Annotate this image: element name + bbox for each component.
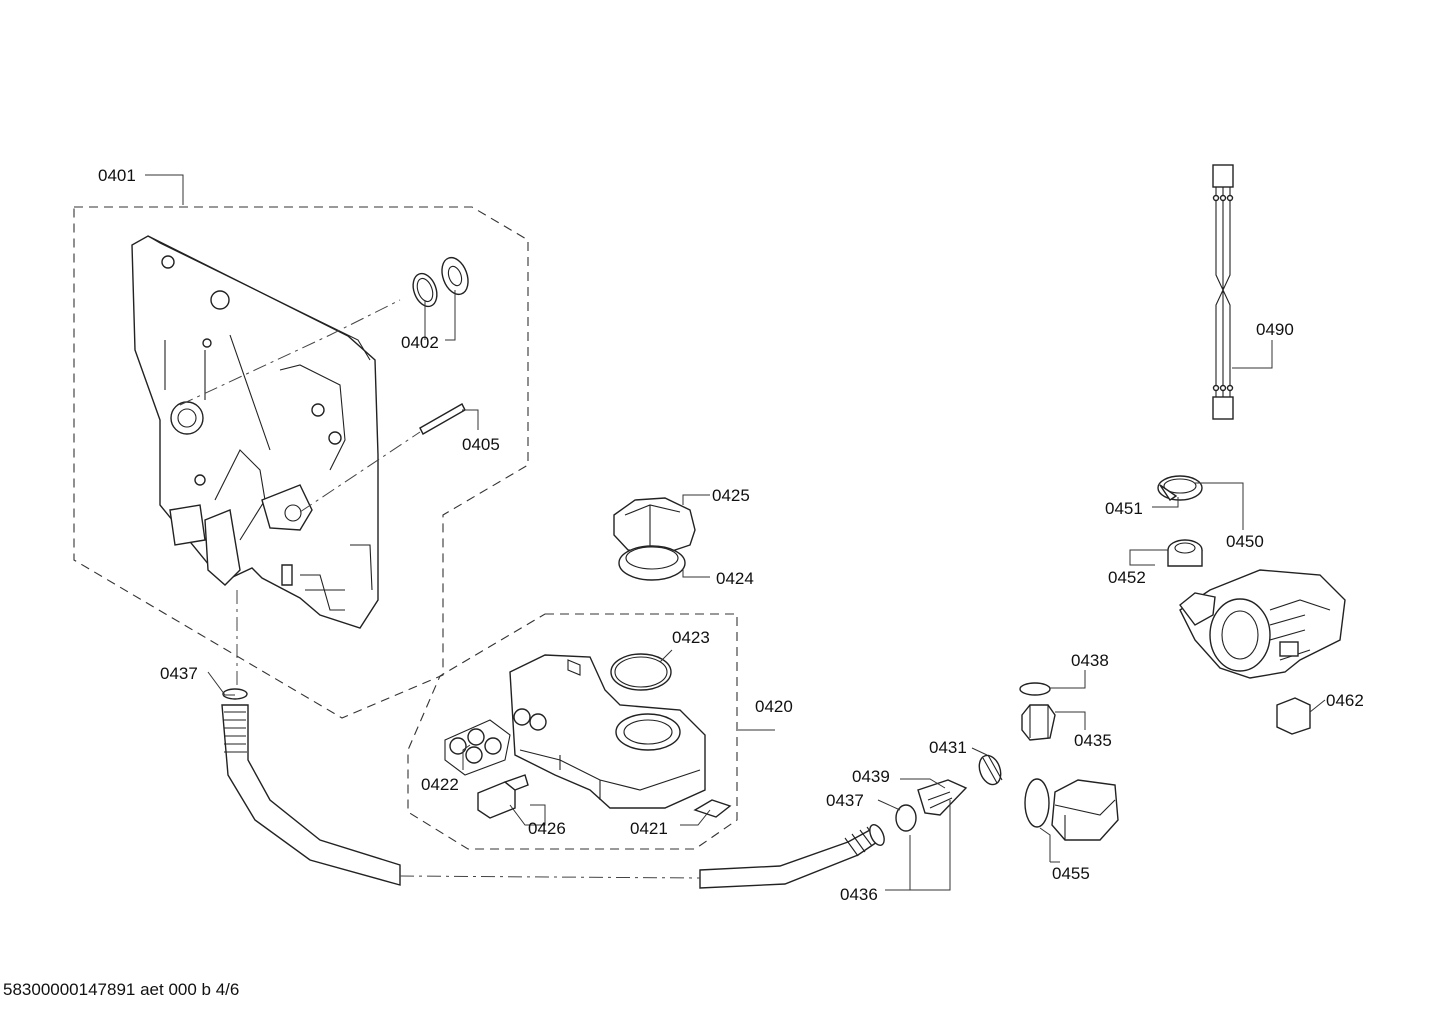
label-0439: 0439 — [852, 767, 890, 786]
connection-line — [179, 299, 401, 406]
oring-0437 — [895, 804, 917, 832]
pressure-valve-0435 — [1021, 704, 1056, 741]
label-0451: 0451 — [1105, 499, 1143, 518]
clamp-0451 — [1157, 475, 1203, 501]
softener-housing-0420 — [509, 654, 706, 809]
label-0431: 0431 — [929, 738, 967, 757]
heat-pump-0450 — [1179, 569, 1346, 679]
water-softener-container — [131, 235, 379, 629]
connection-line — [299, 431, 421, 513]
label-0421: 0421 — [630, 819, 668, 838]
cap-0425 — [613, 497, 696, 556]
valve-0426 — [477, 774, 529, 819]
label-0450: 0450 — [1226, 532, 1264, 551]
leader-lines — [145, 174, 1326, 891]
label-0436: 0436 — [840, 885, 878, 904]
oring-0455 — [1024, 778, 1050, 828]
label-0437-left: 0437 — [160, 664, 198, 683]
drain-hose — [221, 688, 885, 889]
label-0424: 0424 — [716, 569, 754, 588]
connection-line — [399, 875, 701, 879]
label-0425: 0425 — [712, 486, 750, 505]
label-0426: 0426 — [528, 819, 566, 838]
group-outline-0401 — [73, 206, 529, 719]
nipple-0431 — [978, 754, 1003, 786]
label-0402: 0402 — [401, 333, 439, 352]
bracket-0462 — [1276, 697, 1311, 735]
clip-0421 — [693, 799, 732, 818]
pin-0405 — [419, 403, 466, 435]
holder-0439 — [917, 779, 968, 816]
oring-0438 — [1019, 682, 1051, 696]
label-0423: 0423 — [672, 628, 710, 647]
small-seals-0422 — [444, 719, 511, 776]
label-0438: 0438 — [1071, 651, 1109, 670]
label-0435: 0435 — [1074, 731, 1112, 750]
cable-0490 — [1212, 164, 1234, 420]
label-0437-right: 0437 — [826, 791, 864, 810]
label-0462: 0462 — [1326, 691, 1364, 710]
label-0490: 0490 — [1256, 320, 1294, 339]
group-outline-0420 — [407, 613, 738, 850]
ring-0424 — [618, 545, 686, 581]
label-0401: 0401 — [98, 166, 136, 185]
gasket-0423 — [610, 653, 672, 691]
connector-0452 — [1167, 539, 1203, 567]
drain-pump-0455 — [1051, 779, 1119, 841]
seal-rings-0402 — [412, 256, 469, 308]
label-0405: 0405 — [462, 435, 500, 454]
label-0455: 0455 — [1052, 864, 1090, 883]
label-0452: 0452 — [1108, 568, 1146, 587]
label-0420: 0420 — [755, 697, 793, 716]
label-0422: 0422 — [421, 775, 459, 794]
document-id-footer: 58300000147891 aet 000 b 4/6 — [3, 980, 240, 999]
